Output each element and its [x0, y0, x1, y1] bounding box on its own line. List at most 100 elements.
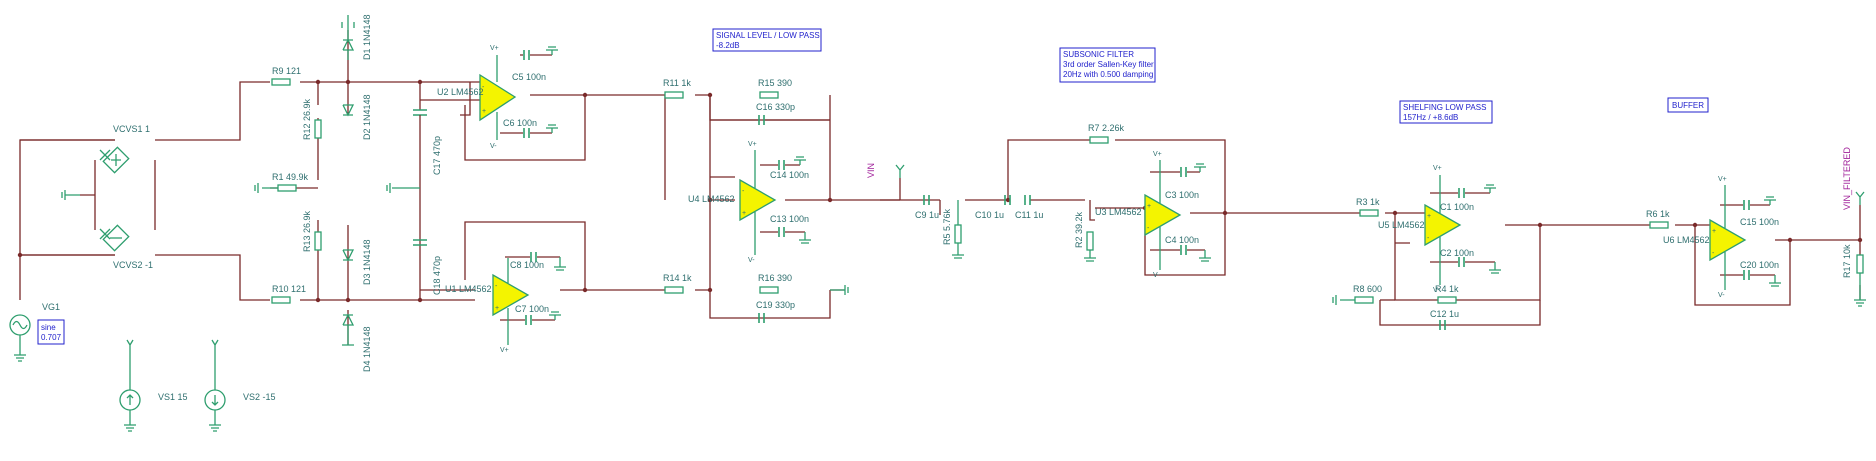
c17-c18-ground	[386, 183, 420, 193]
r2-label: R2 39.2k	[1074, 211, 1084, 248]
capacitor-c17[interactable]: C17 470p	[413, 109, 442, 175]
vin-filtered-label: VIN_FILTERED	[1842, 147, 1852, 210]
capacitor-c19[interactable]: C19 330p	[756, 300, 795, 323]
capacitor-c16[interactable]: C16 330p	[710, 102, 830, 125]
vcvs2-label: VCVS2 -1	[113, 260, 153, 270]
note-signal-gain: -8.2dB	[716, 41, 740, 50]
c14-label: C14 100n	[770, 170, 809, 180]
diode-d3[interactable]: D3 1N4148	[342, 239, 372, 285]
u4-plus-pin: +	[742, 210, 746, 217]
resistor-r6[interactable]: R6 1k	[1646, 209, 1670, 229]
opamp-u3[interactable]: + - V+ V- U3 LM4562	[1095, 151, 1182, 279]
c18-label: C18 470p	[432, 256, 442, 295]
capacitor-c6[interactable]: C6 100n	[500, 118, 558, 138]
supply-vs1[interactable]: VS1 15	[119, 339, 188, 432]
diode-d4[interactable]: D4 1N4148	[342, 313, 372, 372]
resistor-r4[interactable]: R4 1k	[1435, 284, 1459, 304]
c15-label: C15 100n	[1740, 217, 1779, 227]
diode-d1[interactable]: D1 1N4148	[341, 14, 372, 60]
capacitor-c5[interactable]: C5 100n	[512, 46, 558, 82]
opamp-u1[interactable]: - + V+ U1 LM4562	[445, 258, 530, 354]
vin-label: VIN	[866, 163, 876, 178]
resistor-r16[interactable]: R16 390	[758, 273, 792, 294]
u1-plus-pin: +	[495, 305, 499, 312]
resistor-r1[interactable]: R1 49.9k	[254, 172, 309, 193]
vcvs1[interactable]: VCVS1 1	[99, 124, 150, 174]
note-shelving: SHELFING LOW PASS 157Hz / +8.6dB	[1399, 100, 1493, 124]
u4-vminus: V-	[748, 257, 755, 264]
diode-d2[interactable]: D2 1N4148	[342, 94, 372, 140]
resistor-r5[interactable]: R5 5.76k	[942, 200, 964, 259]
u1-minus-pin: -	[495, 283, 498, 290]
r1-label: R1 49.9k	[272, 172, 309, 182]
supply-vs2[interactable]: VS2 -15	[204, 339, 276, 432]
capacitor-c7[interactable]: C7 100n	[500, 304, 561, 325]
c13-label: C13 100n	[770, 214, 809, 224]
u4-minus-pin: -	[742, 188, 745, 195]
note-buffer-title: BUFFER	[1672, 101, 1704, 110]
c1-label: C1 100n	[1440, 202, 1474, 212]
opamp-u6[interactable]: + - V+ V- U6 LM4562	[1663, 176, 1747, 299]
capacitor-c9[interactable]: C9 1u	[915, 195, 939, 220]
vcvs2[interactable]: VCVS2 -1	[99, 224, 153, 270]
d2-label: D2 1N4148	[362, 94, 372, 140]
resistor-r9[interactable]: R9 121	[271, 66, 301, 86]
u6-vplus: V+	[1718, 176, 1727, 183]
resistor-r3[interactable]: R3 1k	[1356, 197, 1380, 217]
d3-label: D3 1N4148	[362, 239, 372, 285]
capacitor-c15[interactable]: C15 100n	[1720, 196, 1779, 227]
resistor-r12[interactable]: R12 26.9k	[302, 98, 322, 140]
capacitor-c18[interactable]: C18 470p	[413, 239, 442, 295]
r9-label: R9 121	[272, 66, 301, 76]
c12-label: C12 1u	[1430, 309, 1459, 319]
resistor-r10[interactable]: R10 121	[271, 284, 306, 304]
resistor-r2[interactable]: R2 39.2k	[1074, 211, 1096, 262]
u3-vminus: V-	[1153, 272, 1160, 279]
capacitor-c13[interactable]: C13 100n	[760, 214, 811, 244]
net-vin[interactable]: VIN	[866, 163, 905, 178]
resistor-r7[interactable]: R7 2.26k	[1088, 123, 1125, 144]
c6-label: C6 100n	[503, 118, 537, 128]
c20-label: C20 100n	[1740, 260, 1779, 270]
capacitor-c12[interactable]: C12 1u	[1430, 309, 1459, 330]
capacitor-c10[interactable]: C10 1u	[975, 195, 1011, 220]
vcvs-ground	[61, 190, 80, 200]
opamp-u5[interactable]: + - V+ V- U5 LM4562	[1378, 165, 1462, 294]
opamp-u2[interactable]: - + V+ V- U2 LM4562	[437, 45, 517, 150]
capacitor-c4[interactable]: C4 100n	[1150, 235, 1211, 262]
d1-label: D1 1N4148	[362, 14, 372, 60]
u3-label: U3 LM4562	[1095, 207, 1142, 217]
resistor-r8[interactable]: R8 600	[1332, 284, 1382, 305]
resistor-r13[interactable]: R13 26.9k	[302, 210, 322, 252]
u2-plus-pin: +	[482, 108, 486, 115]
c17-label: C17 470p	[432, 136, 442, 175]
r13-label: R13 26.9k	[302, 210, 312, 252]
note-signal-title: SIGNAL LEVEL / LOW PASS	[716, 31, 820, 40]
capacitor-c1[interactable]: C1 100n	[1430, 184, 1496, 212]
resistor-r14[interactable]: R14 1k	[663, 273, 692, 294]
capacitor-c20[interactable]: C20 100n	[1720, 260, 1781, 287]
u1-vplus: V+	[500, 347, 509, 354]
note-subsonic-title: SUBSONIC FILTER	[1063, 50, 1134, 59]
resistor-r17[interactable]: R17 10k	[1842, 244, 1866, 307]
c7-label: C7 100n	[515, 304, 549, 314]
resistor-r11[interactable]: R11 1k	[663, 78, 691, 99]
net-vin-filtered[interactable]: VIN_FILTERED	[1842, 147, 1865, 210]
note-signal-level: SIGNAL LEVEL / LOW PASS -8.2dB	[712, 28, 822, 52]
sine-source-vg1[interactable]: VG1 sine 0.707	[9, 302, 65, 362]
u4-vplus: V+	[748, 141, 757, 148]
u3-minus-pin: -	[1147, 225, 1150, 232]
vg1-param-type: sine	[41, 323, 56, 332]
capacitor-c3[interactable]: C3 100n	[1150, 163, 1206, 200]
c8-label: C8 100n	[510, 260, 544, 270]
resistor-r15[interactable]: R15 390	[758, 78, 792, 99]
c5-label: C5 100n	[512, 72, 546, 82]
c3-label: C3 100n	[1165, 190, 1199, 200]
capacitor-c8[interactable]: C8 100n	[505, 252, 566, 271]
r16-ground	[830, 285, 849, 295]
capacitor-c14[interactable]: C14 100n	[760, 156, 809, 180]
capacitor-c2[interactable]: C2 100n	[1430, 248, 1501, 274]
capacitor-c11[interactable]: C11 1u	[1015, 195, 1043, 220]
opamp-u4[interactable]: - + V+ V- U4 LM4562	[688, 141, 777, 264]
